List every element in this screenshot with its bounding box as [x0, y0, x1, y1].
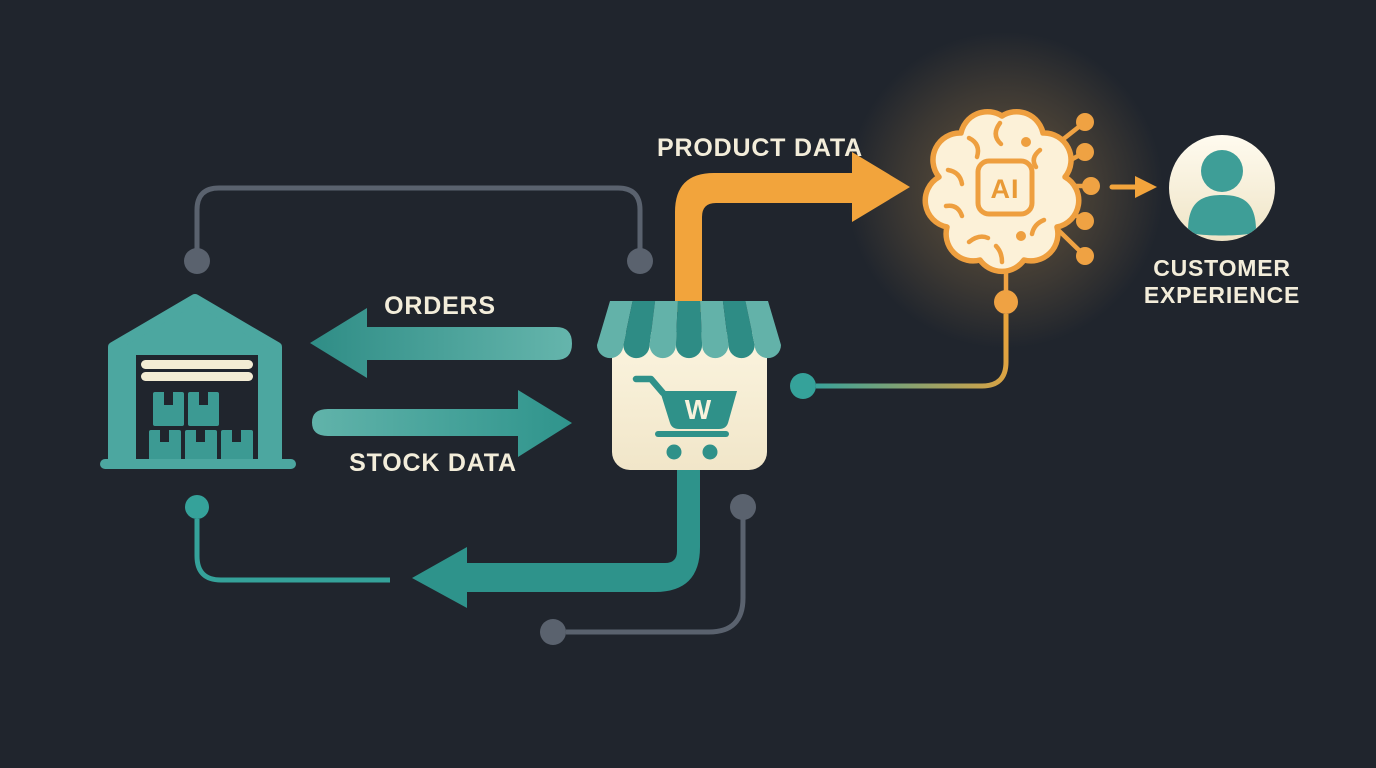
- warehouse-door-slat: [141, 372, 253, 381]
- storefront-icon: W: [597, 301, 781, 470]
- store-bottom-connector: [540, 494, 756, 645]
- connector-dot: [184, 248, 210, 274]
- connector-dot: [730, 494, 756, 520]
- ai-to-customer-arrow: [1109, 176, 1157, 198]
- connector-dot: [627, 248, 653, 274]
- avatar-shoulders: [1188, 195, 1256, 236]
- warehouse-door-slat: [141, 360, 253, 369]
- brain-circuit-dot: [1016, 231, 1026, 241]
- connector-dot: [994, 290, 1018, 314]
- store-to-ai-connector: [790, 290, 1018, 399]
- warehouse-box-notches: [160, 392, 241, 442]
- warehouse-bottom-connector: [185, 495, 390, 583]
- circuit-nodes: [1076, 113, 1100, 265]
- avatar-head: [1201, 150, 1243, 192]
- warehouse-boxes: [149, 392, 253, 462]
- storefront-awning: [597, 301, 781, 359]
- brain-folds: [943, 120, 1047, 265]
- ai-chip: [975, 158, 1035, 217]
- orders-label: ORDERS: [384, 292, 496, 320]
- store-to-warehouse-arrow: [412, 470, 700, 608]
- customer-experience-label: CUSTOMER EXPERIENCE: [1143, 255, 1301, 309]
- product-data-label: PRODUCT DATA: [657, 134, 863, 162]
- warehouse-icon: [100, 294, 296, 469]
- brain-circuit-dot: [1021, 137, 1031, 147]
- orders-arrow: [310, 308, 572, 378]
- ai-chip-label: AI: [991, 174, 1020, 204]
- warehouse-base: [100, 459, 296, 469]
- product-data-arrow: [675, 152, 910, 312]
- warehouse-store-top-connector: [184, 185, 653, 274]
- stock-data-label: STOCK DATA: [349, 449, 517, 477]
- shopping-cart-icon: W: [632, 375, 737, 460]
- cart-letter: W: [685, 394, 712, 425]
- connector-dot: [790, 373, 816, 399]
- connector-dot: [185, 495, 209, 519]
- ai-brain-icon: AI: [922, 108, 1100, 294]
- stock-data-arrow: [312, 390, 572, 457]
- customer-avatar-icon: [1169, 135, 1275, 241]
- connector-dot: [540, 619, 566, 645]
